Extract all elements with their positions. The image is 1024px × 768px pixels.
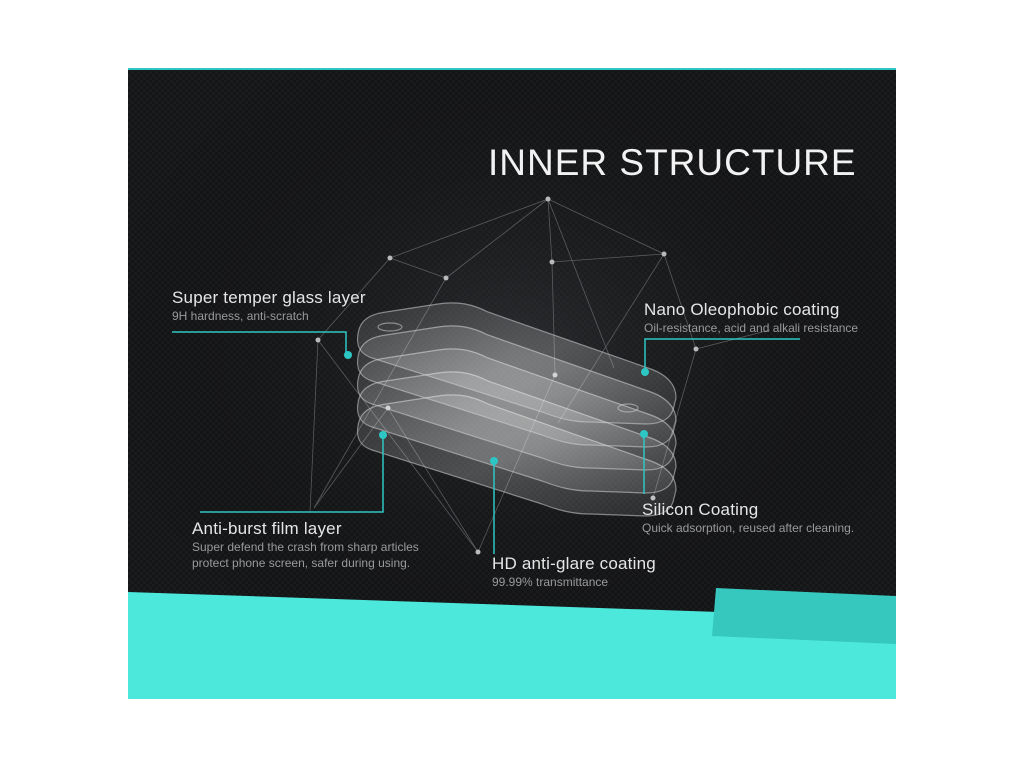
- label-nano-oleophobic: Nano Oleophobic coating Oil-resistance, …: [644, 300, 858, 336]
- hd-title: HD anti-glare coating: [492, 554, 656, 573]
- anti-burst-title: Anti-burst film layer: [192, 519, 342, 538]
- nano-sub: Oil-resistance, acid and alkali resistan…: [644, 321, 859, 335]
- illustration-canvas: [128, 68, 896, 699]
- label-anti-burst: Anti-burst film layer Super defend the c…: [192, 519, 419, 571]
- silicon-title: Silicon Coating: [642, 500, 759, 519]
- silicon-sub: Quick adsorption, reused after cleaning.: [642, 521, 855, 535]
- product-illustration: INNER STRUCTURE Super temper glass layer…: [128, 68, 896, 699]
- callout-dots: [344, 351, 649, 465]
- label-hd-anti-glare: HD anti-glare coating 99.99% transmittan…: [492, 554, 656, 590]
- super-temper-sub: 9H hardness, anti-scratch: [172, 309, 309, 323]
- footer-accent: [712, 588, 896, 644]
- callout-lines: [172, 331, 800, 554]
- glass-layer-stack: [356, 302, 677, 517]
- footer-band: [128, 592, 896, 699]
- anti-burst-sub-1: Super defend the crash from sharp articl…: [192, 540, 419, 554]
- label-super-temper-glass: Super temper glass layer 9H hardness, an…: [172, 288, 366, 324]
- hd-sub: 99.99% transmittance: [492, 575, 609, 589]
- glass-layer-1: [356, 302, 677, 425]
- page-title: INNER STRUCTURE: [488, 142, 857, 183]
- nano-title: Nano Oleophobic coating: [644, 300, 840, 319]
- anti-burst-sub-2: protect phone screen, safer during using…: [192, 556, 411, 570]
- super-temper-title: Super temper glass layer: [172, 288, 366, 307]
- label-silicon-coating: Silicon Coating Quick adsorption, reused…: [642, 500, 854, 536]
